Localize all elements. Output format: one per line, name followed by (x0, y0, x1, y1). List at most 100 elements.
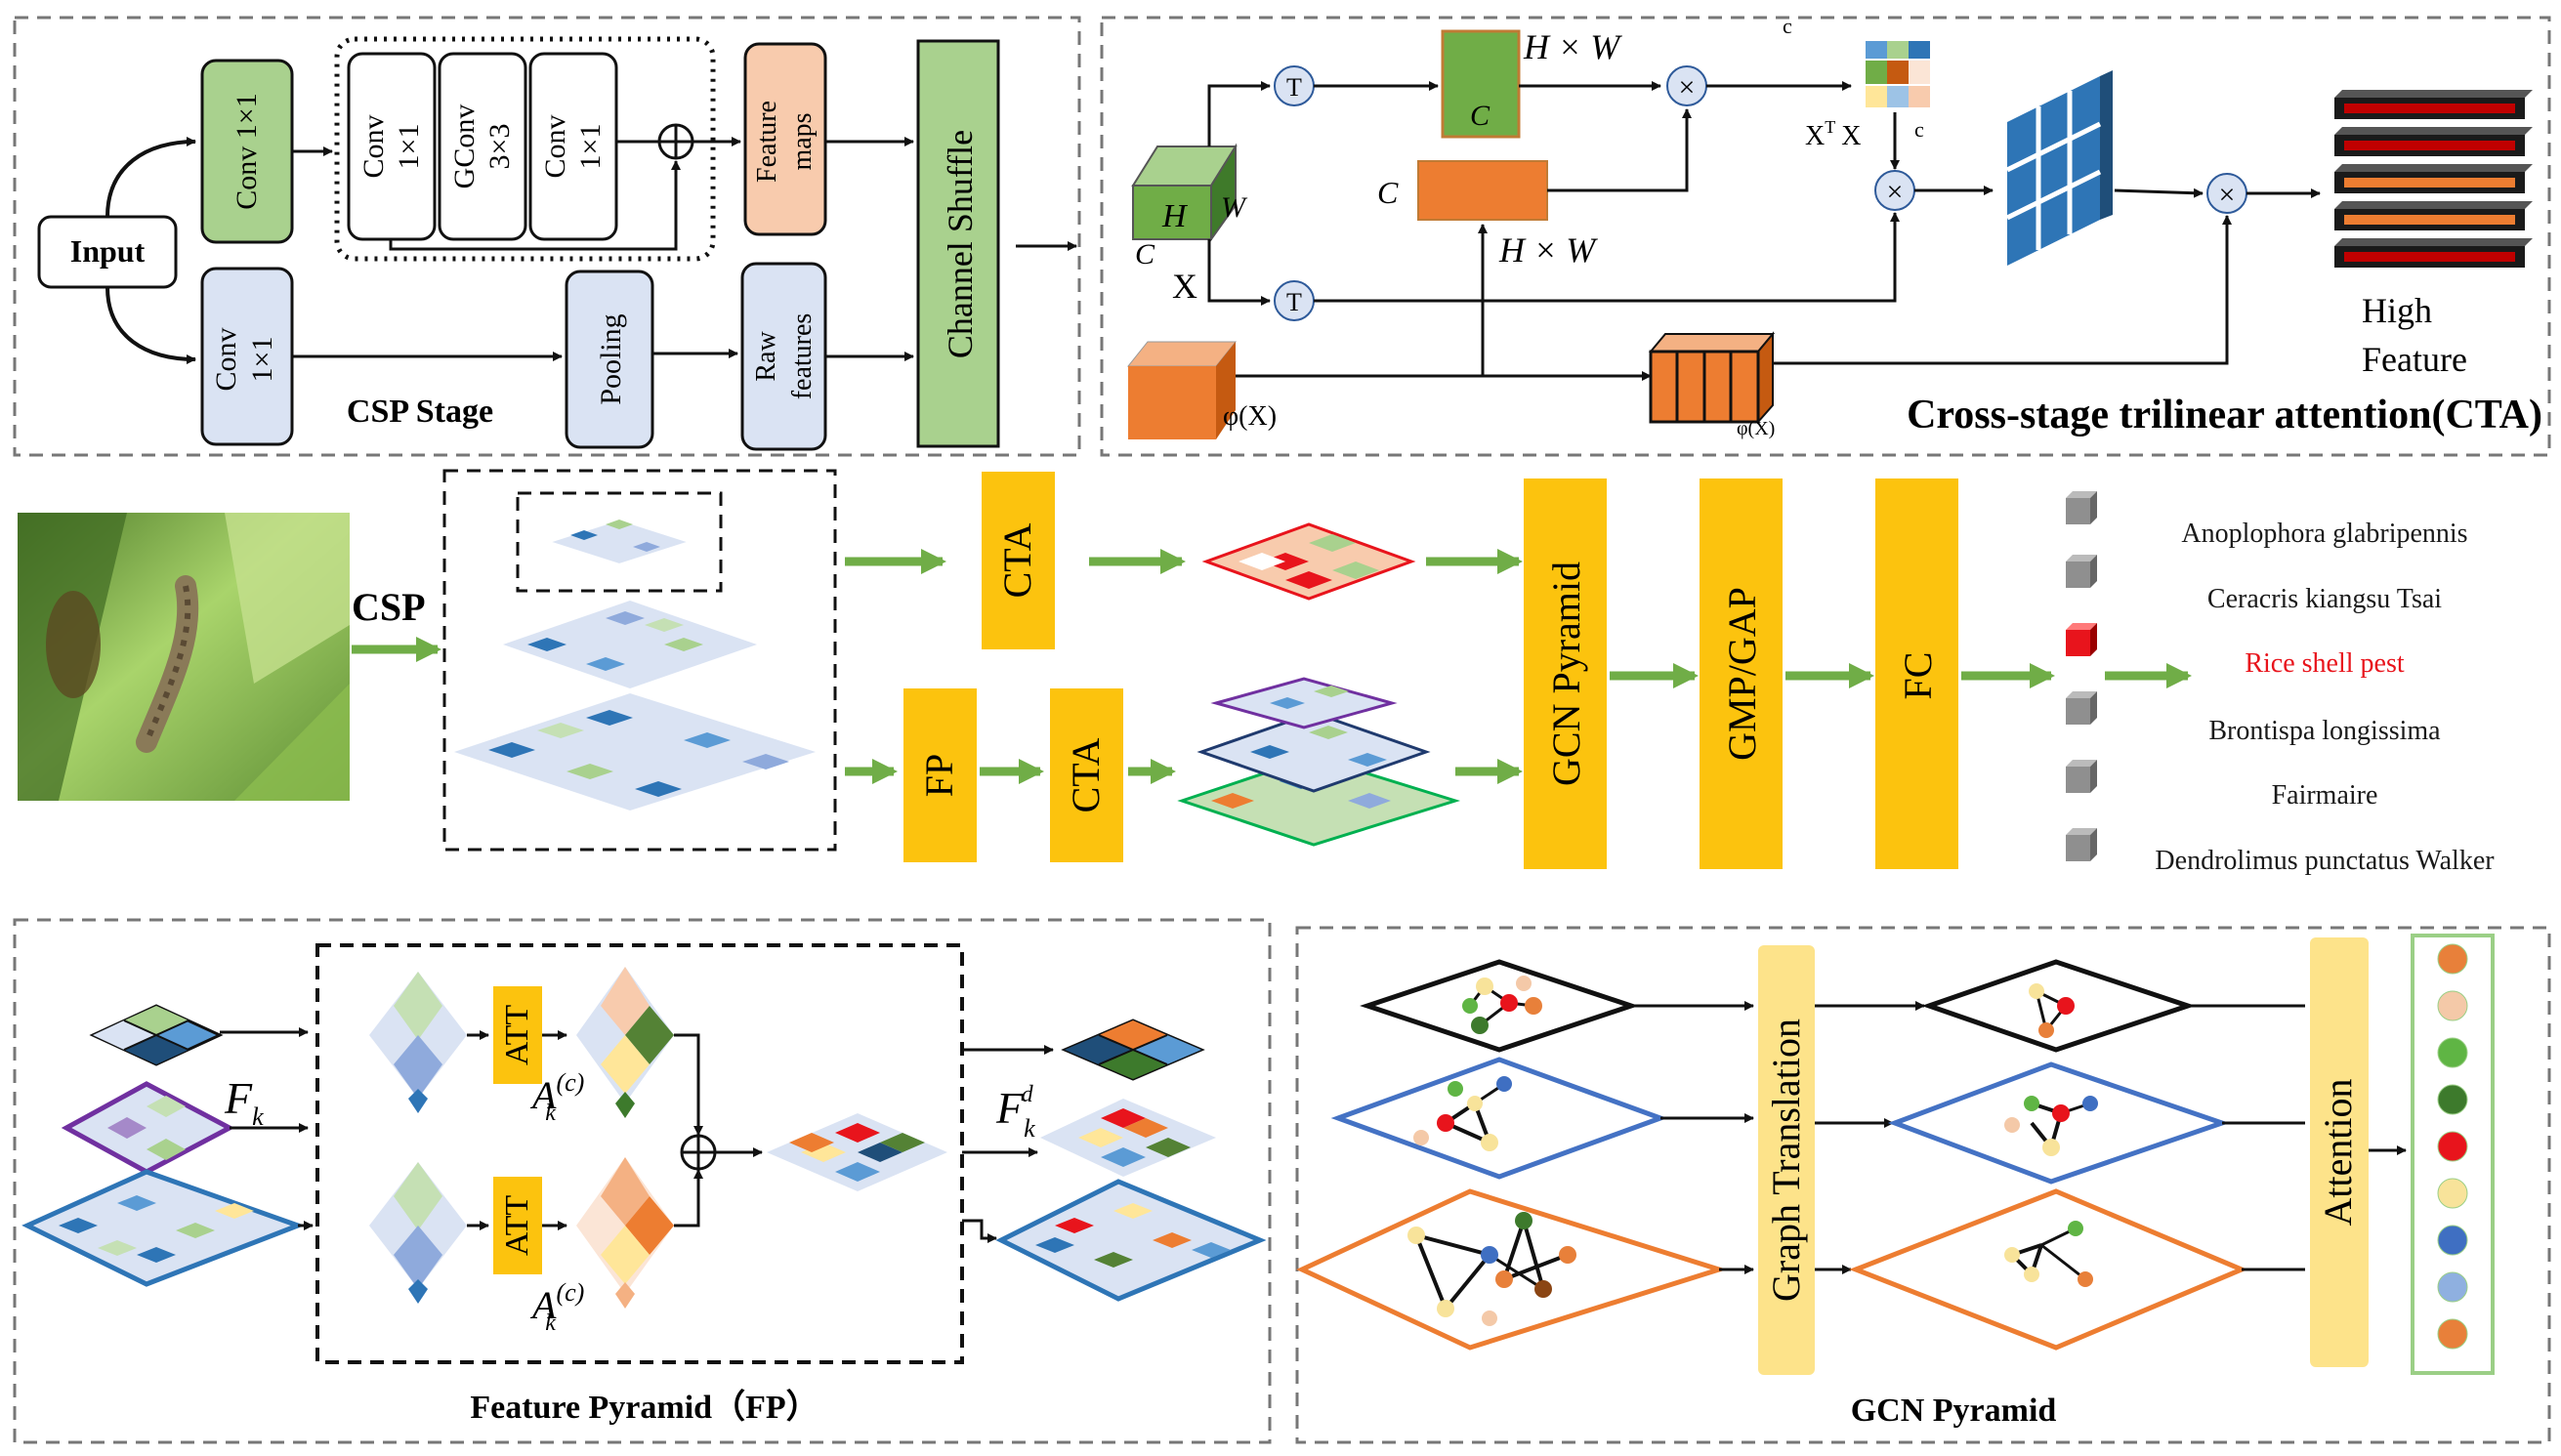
transpose-green (1441, 29, 1521, 139)
gcn-pyramid-box (1524, 478, 1607, 869)
csp-stage-panel: Input Conv 1×1 Conv 1×1 GConv 3×3 Conv 1… (37, 36, 1077, 451)
gcn-pyramid-box-label: GCN Pyramid (1544, 562, 1588, 786)
node-dot (2437, 1225, 2468, 1256)
att-box-bottom (493, 1177, 542, 1274)
phi-label-left: φ(X) (1223, 401, 1277, 432)
fkd-label: Fkd (995, 1082, 1035, 1143)
svg-text:ATT: ATT (499, 1005, 535, 1066)
att-box-top (493, 986, 542, 1084)
cta-box-bottom-label: CTA (1064, 737, 1108, 812)
svg-text:T: T (1286, 73, 1302, 102)
svg-text:c: c (1914, 117, 1924, 142)
graph-translation-box (1758, 945, 1815, 1375)
cube-w-label: W (1221, 191, 1248, 224)
feature-map-small (545, 518, 693, 566)
input-label: Input (70, 233, 146, 269)
node-dot (2437, 1178, 2468, 1209)
feature-maps-label-1: Feature (752, 101, 782, 183)
fc-box-label: FC (1896, 652, 1940, 700)
hw-top: H × W (1523, 27, 1622, 66)
fp-output-medium (1040, 1099, 1216, 1177)
node-dot (2437, 943, 2468, 975)
svg-text:×: × (2219, 179, 2236, 211)
input-photo (18, 513, 350, 801)
gcn-panel: Graph Translation (1296, 934, 2495, 1429)
akc-bottom: A(c)k (529, 1278, 584, 1336)
channel-shuffle-box (916, 39, 1000, 448)
csp-label: CSP (352, 585, 426, 629)
cube-h-label: H (1161, 198, 1189, 234)
high-feature-label-2: Feature (2362, 340, 2467, 379)
channel-shuffle-label: Channel Shuffle (941, 130, 980, 358)
cta-output-pyramid (1177, 677, 1461, 847)
conv-b-box (528, 52, 618, 241)
conv-bottom-label-1: Conv (210, 327, 242, 391)
class-label: Dendrolimus punctatus Walker (2155, 846, 2495, 876)
phi-label-right: φ(X) (1737, 418, 1775, 439)
node-dot (2437, 1318, 2468, 1350)
conv-top-label: Conv 1×1 (231, 93, 263, 209)
feature-map-large (454, 693, 816, 811)
phi-cube-left (1126, 341, 1238, 439)
feature-maps-box (743, 42, 827, 236)
raw-features-label-2: features (787, 313, 818, 400)
class-label: Ceracris kiangsu Tsai (2207, 584, 2442, 614)
fk-label-in: Fk (224, 1073, 264, 1131)
cta-title: Cross-stage trilinear attention(CTA) (1907, 393, 2542, 437)
cta-panel: H W C X T C H × W × C H × W (1126, 14, 2542, 439)
raw-features-label-1: Raw (751, 331, 781, 382)
attention-label: Attention (2316, 1078, 2360, 1226)
cta-box-bottom (1050, 688, 1123, 862)
svg-text:C: C (1377, 175, 1399, 210)
fp-input-large (21, 1169, 306, 1287)
x-label: X (1172, 267, 1197, 306)
node-dot (2437, 1037, 2468, 1068)
conv-b-label-2: 1×1 (574, 124, 607, 170)
fp-attn-map-top (576, 967, 674, 1118)
conv-a-label-2: 1×1 (393, 124, 425, 170)
gmp-gap-box (1700, 478, 1783, 869)
fp-panel: Fk ATT (21, 943, 1267, 1426)
node-dot (2437, 1084, 2468, 1115)
feature-map-medium (503, 601, 757, 688)
conv-a-label-1: Conv (357, 114, 390, 178)
high-feature-label-1: High (2362, 291, 2432, 330)
cta-box-top-label: CTA (995, 522, 1039, 598)
svg-text:C: C (1470, 100, 1490, 132)
feature-maps-label-2: maps (787, 112, 818, 170)
panel-borders (13, 16, 2551, 1444)
output-neurons (2066, 491, 2097, 861)
fp-strip-top (369, 972, 467, 1113)
fp-attn-map-bottom (576, 1157, 674, 1309)
conv-bottom-label-2: 1×1 (246, 337, 278, 383)
gconv-box (438, 52, 527, 241)
phi-cube-segmented (1648, 331, 1776, 425)
gcn-graph-1-in (1360, 959, 1639, 1053)
class-label: Brontispa longissima (2208, 716, 2441, 746)
class-label: Rice shell pest (2245, 648, 2405, 679)
pooling-box (565, 270, 654, 449)
node-vector-dots (2437, 943, 2468, 1350)
input-cube-x (1131, 143, 1238, 243)
svg-text:T: T (1286, 288, 1302, 316)
class-label: Anoplophora glabripennis (2181, 519, 2467, 549)
csp-stage-title: CSP Stage (347, 394, 493, 430)
attention-box (2310, 937, 2369, 1367)
class-label: Fairmaire (2272, 780, 2378, 811)
fp-input-medium (61, 1081, 235, 1175)
graph-translation-label: Graph Translation (1764, 1019, 1808, 1302)
gconv-label-2: 3×3 (483, 124, 516, 170)
gcn-title: GCN Pyramid (1851, 1393, 2057, 1429)
fp-output-small (1061, 1019, 1205, 1081)
main-pipeline: CSP (18, 469, 2495, 876)
fp-input-small (89, 1004, 224, 1066)
fp-fused-map (767, 1113, 947, 1191)
svg-text:×: × (1679, 71, 1696, 104)
node-dot (2437, 1271, 2468, 1303)
fp-box (903, 688, 977, 862)
fp-strip-bottom (369, 1162, 467, 1304)
cube-c-label: C (1135, 238, 1155, 270)
svg-text:ATT: ATT (499, 1195, 535, 1257)
